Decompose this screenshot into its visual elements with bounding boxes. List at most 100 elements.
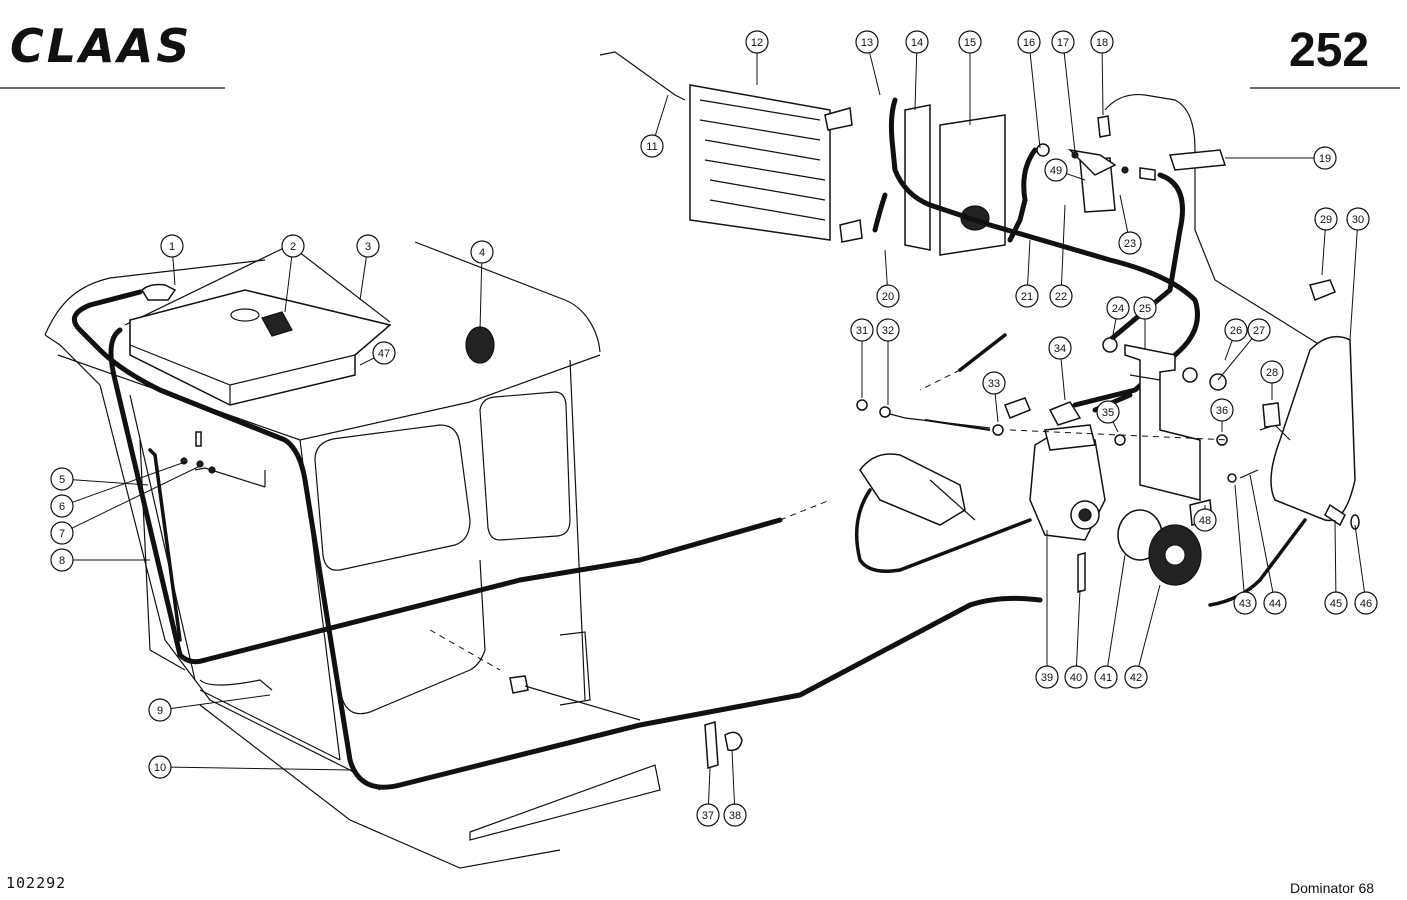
callout-circle [905, 30, 929, 54]
logo-text: CLAAS [10, 19, 192, 73]
callout-number: 28 [1266, 367, 1278, 379]
callout-32: 32 [876, 318, 900, 405]
callout-number: 16 [1023, 37, 1035, 49]
callout-16: 16 [1017, 30, 1041, 149]
callout-leader [1066, 173, 1086, 181]
callout-leader [884, 249, 888, 286]
callout-3: 3 [356, 234, 380, 301]
claas-logo: CLAAS [10, 19, 192, 73]
callout-leader [71, 465, 201, 529]
callout-number: 48 [1199, 515, 1211, 527]
callout-number: 47 [378, 348, 390, 360]
callout-circle [1096, 400, 1120, 424]
callout-number: 39 [1041, 672, 1053, 684]
callout-circle [50, 494, 74, 518]
callout-17: 17 [1051, 30, 1076, 153]
callout-leader [1321, 229, 1326, 276]
callout-leader [1063, 52, 1076, 153]
callout-number: 34 [1054, 343, 1066, 355]
callout-43: 43 [1233, 484, 1257, 615]
callout-19: 19 [1225, 146, 1337, 170]
callout-leader [1107, 554, 1126, 667]
callout-leader [994, 393, 999, 423]
callout-circle [876, 318, 900, 342]
callout-number: 29 [1320, 214, 1332, 226]
callout-circle [1051, 30, 1075, 54]
callout-circle [1017, 30, 1041, 54]
callout-10: 10 [148, 755, 353, 779]
callout-leader [1027, 239, 1031, 286]
callout-number: 49 [1050, 165, 1062, 177]
callout-leader [707, 767, 711, 805]
callout-leader [1101, 52, 1104, 116]
callout-23: 23 [1118, 194, 1142, 255]
callout-leader [1234, 484, 1245, 593]
callout-5: 5 [50, 467, 149, 491]
callout-number: 12 [751, 37, 763, 49]
callout-46: 46 [1354, 524, 1378, 615]
callout-number: 41 [1100, 672, 1112, 684]
callout-circle [160, 234, 184, 258]
callout-44: 44 [1249, 474, 1287, 615]
fitting-1 [141, 283, 177, 301]
callout-35: 35 [1096, 400, 1120, 433]
callout-37: 37 [696, 767, 720, 827]
callout-number: 36 [1216, 405, 1228, 417]
receiver-drier [1036, 115, 1227, 213]
callout-number: 44 [1269, 598, 1281, 610]
compressor [1029, 424, 1202, 586]
callout-24: 24 [1106, 296, 1130, 341]
callout-number: 45 [1330, 598, 1342, 610]
callout-leader [1060, 358, 1066, 401]
condenser-hoses [872, 93, 1321, 408]
callout-8: 8 [50, 548, 150, 572]
bolt-44 [1239, 469, 1259, 479]
callout-number: 8 [59, 555, 65, 567]
callout-number: 9 [157, 705, 163, 717]
fittings-5-6-7 [180, 431, 266, 488]
page-number: 252 [1289, 24, 1369, 77]
callout-leader [1076, 589, 1081, 667]
callout-circle [1314, 207, 1338, 231]
callout-leader [284, 256, 293, 313]
callout-20: 20 [876, 249, 900, 308]
callout-11: 11 [640, 94, 669, 158]
callout-circle [1313, 146, 1337, 170]
callout-number: 35 [1102, 407, 1114, 419]
callout-circle [1233, 591, 1257, 615]
callout-circle [50, 521, 74, 545]
callout-circle [958, 30, 982, 54]
strip-37 [704, 721, 719, 769]
callout-18: 18 [1090, 30, 1114, 116]
roof-unit [129, 289, 392, 406]
callout-leader [914, 52, 918, 111]
callout-number: 11 [646, 141, 657, 153]
callout-leader [1224, 340, 1233, 361]
clip-38 [724, 731, 743, 752]
callout-circle [876, 284, 900, 308]
callout-number: 17 [1057, 37, 1069, 49]
callout-number: 26 [1230, 325, 1242, 337]
callout-38: 38 [723, 749, 747, 827]
callout-number: 14 [911, 37, 923, 49]
callout-number: 6 [59, 501, 65, 513]
callout-number: 19 [1319, 153, 1331, 165]
compressor-bracket [1102, 337, 1227, 501]
callout-41: 41 [1094, 554, 1126, 689]
callout-number: 21 [1021, 291, 1033, 303]
callout-13: 13 [855, 30, 881, 96]
callout-22: 22 [1049, 204, 1073, 308]
callout-circle [1210, 398, 1234, 422]
callout-circle [1193, 508, 1217, 532]
callout-leader [1112, 421, 1119, 433]
callout-number: 7 [59, 528, 65, 540]
callout-number: 22 [1055, 291, 1067, 303]
callout-circle [1035, 665, 1059, 689]
callout-circle [1324, 591, 1348, 615]
callout-1: 1 [160, 234, 184, 286]
callout-leader [359, 357, 375, 366]
document-id: 102292 [6, 874, 66, 892]
callout-leader [1217, 338, 1253, 381]
callout-42: 42 [1124, 584, 1161, 689]
